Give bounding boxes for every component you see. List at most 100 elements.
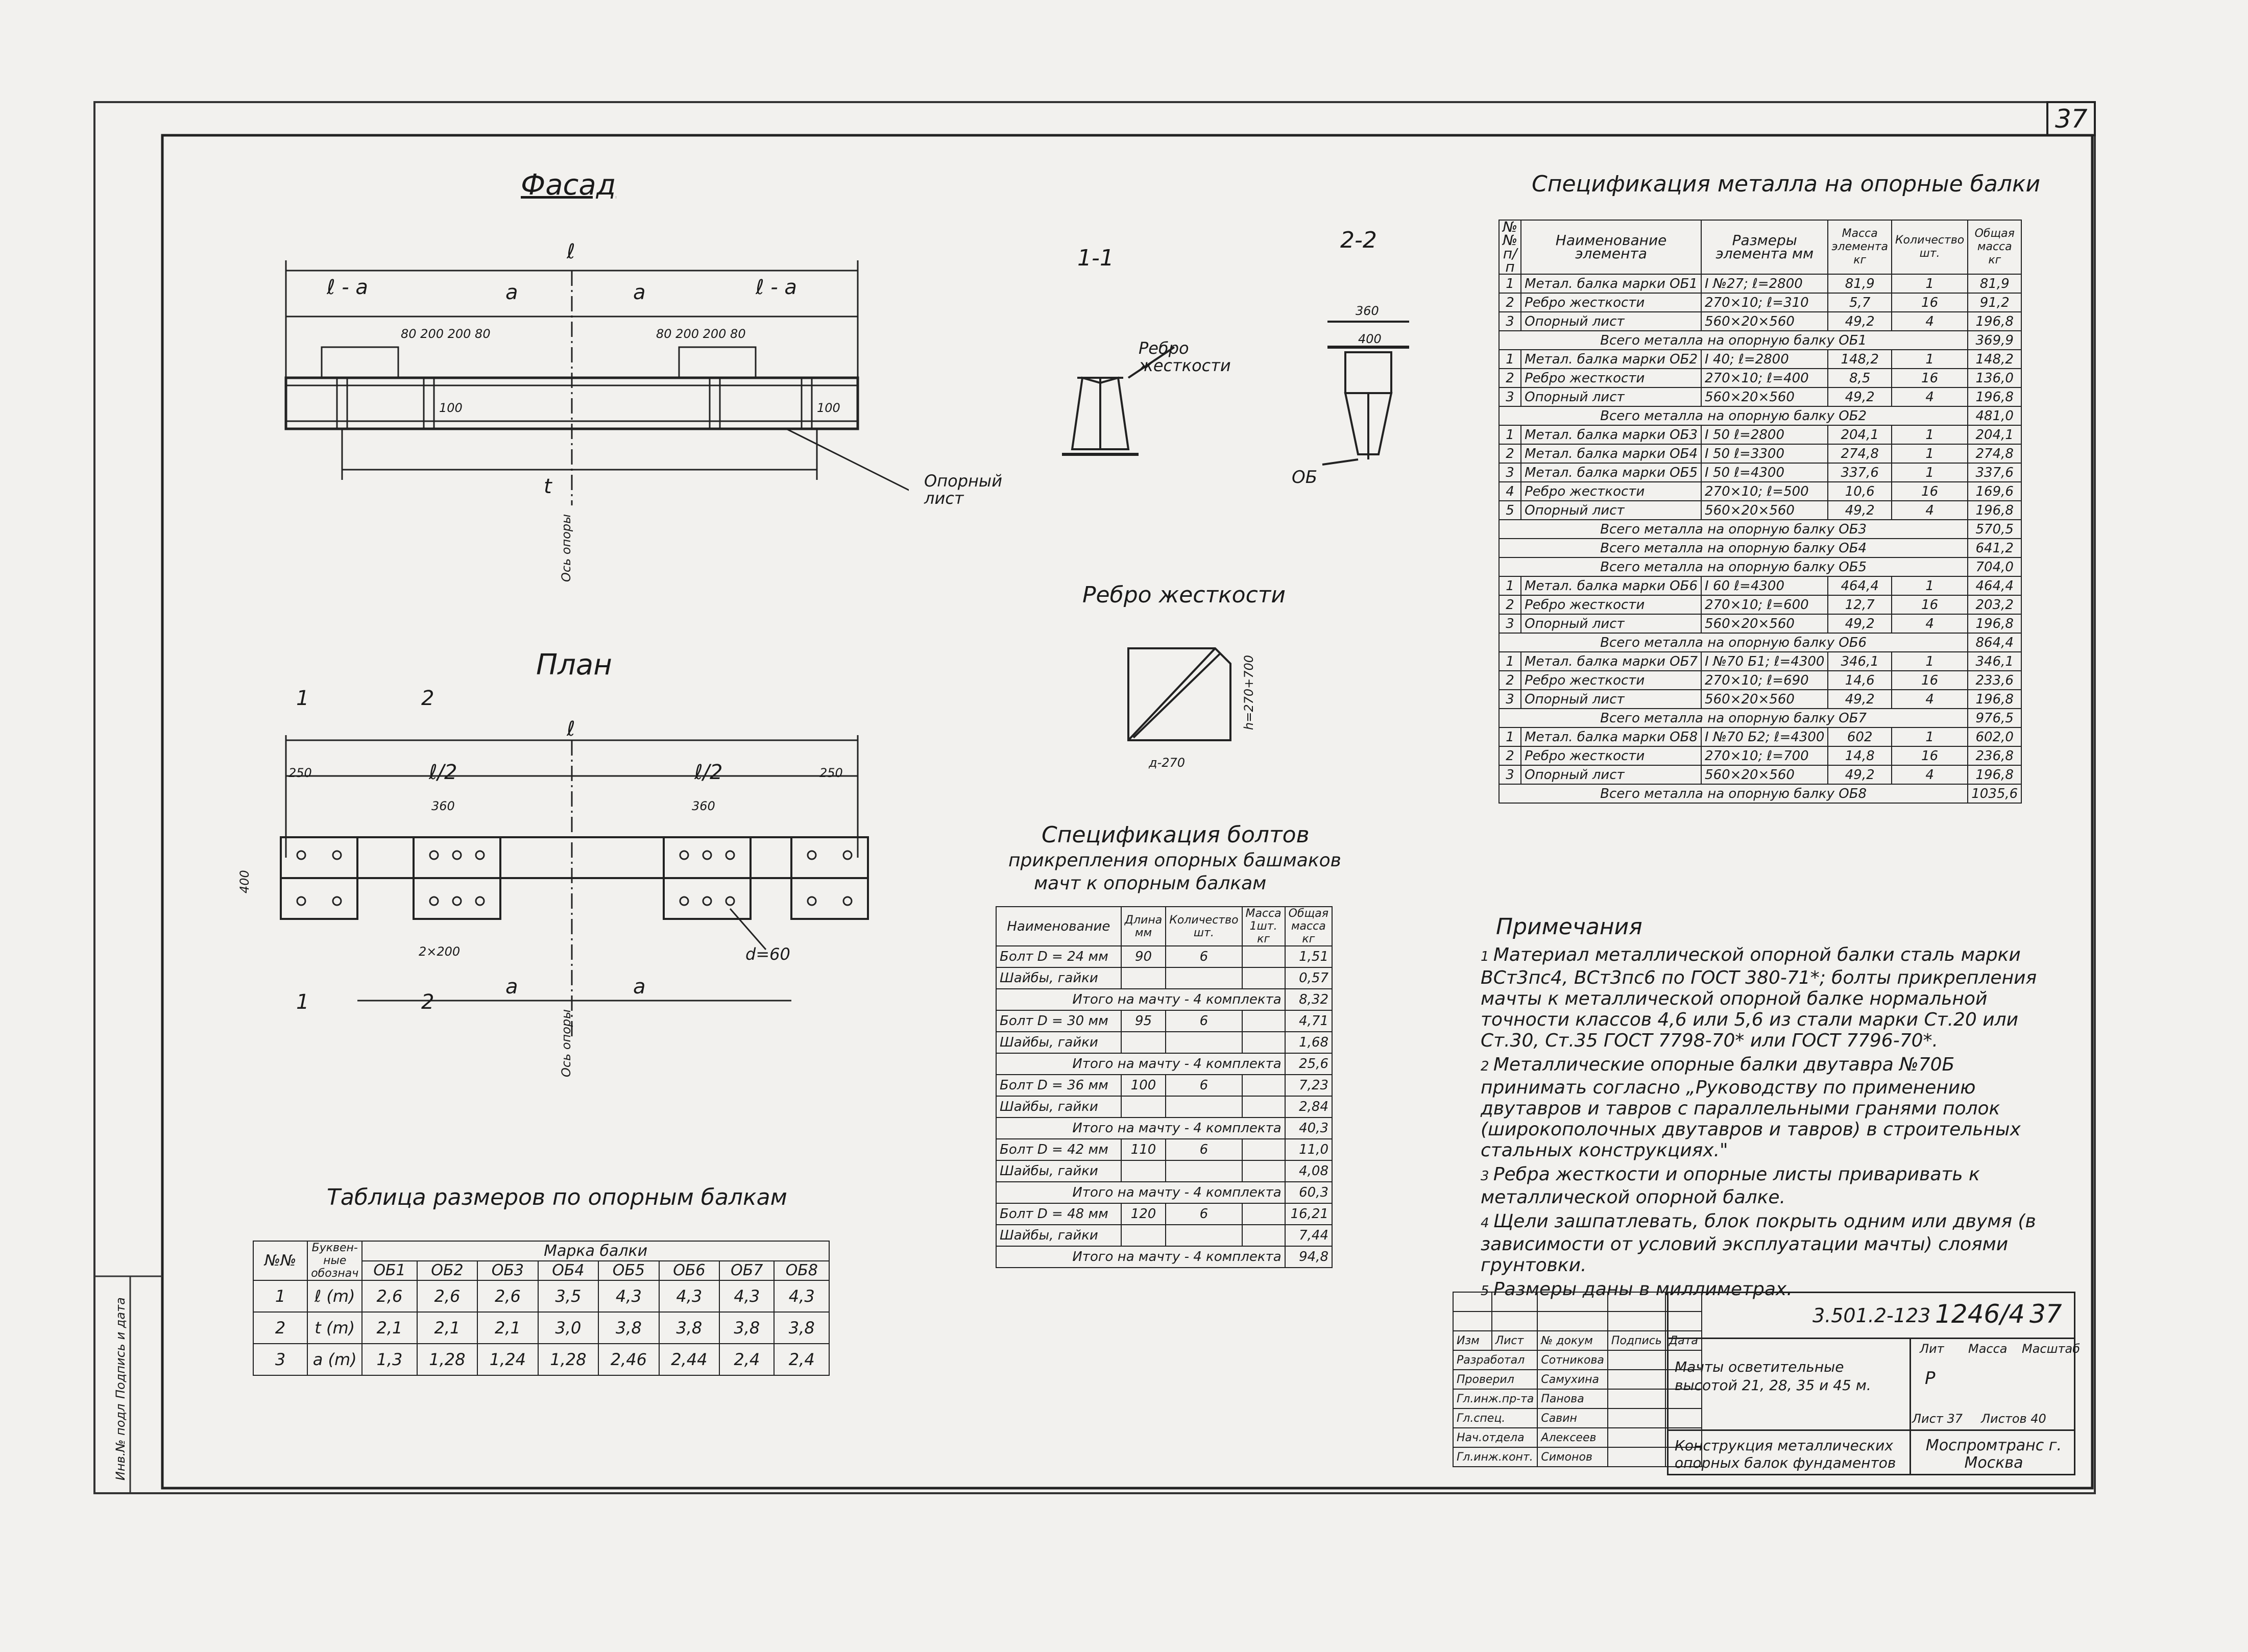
title-block-date [1664,1350,1702,1370]
metal-cell-mass: 148,2 [1827,349,1892,369]
metal-cell-n: 5 [1498,500,1522,520]
sizes-cell-sym: ℓ (m) [307,1280,363,1313]
metal-cell-name: Метал. балка марки ОБ8 [1520,727,1702,747]
section-2-drawing [1322,321,1409,466]
bolt-cell-name: Шайбы, гайки [996,1224,1122,1247]
title-block-divider [1667,1338,2075,1339]
sizes-mark-header: ОБ2 [416,1260,478,1281]
bolt-spec-title: Спецификация болтов [1042,822,1310,848]
metal-cell-total: 464,4 [1967,576,2022,596]
bolt-cell-qty [1165,1031,1243,1054]
bolt-cell-mass1 [1241,1074,1286,1097]
rib-height-label: h=270+700 [1242,654,1256,730]
metal-header-cell: №№ п/п [1498,220,1522,275]
facade-dim-l: ℓ [567,240,575,263]
sizes-cell-value: 4,3 [658,1280,720,1313]
metal-cell-total: 204,1 [1967,425,2022,445]
metal-cell-name: Ребро жесткости [1520,595,1702,615]
section-1-rib-label: Ребро жесткости [1139,338,1231,375]
plan-title: План [536,648,612,682]
bolt-cell-length: 100 [1120,1074,1167,1097]
metal-header-cell: Количество шт. [1891,220,1969,275]
metal-cell-qty: 16 [1891,595,1969,615]
metal-cell-size: 560×20×560 [1701,614,1829,634]
note-number: 3 [1481,1169,1493,1184]
metal-cell-n: 3 [1498,765,1522,785]
title-block-signature [1607,1427,1666,1448]
bolt-cell-total: 94,8 [1284,1246,1333,1268]
sizes-cell-value: 3,0 [537,1311,599,1344]
metal-cell-n: 1 [1498,651,1522,671]
metal-header-cell: Размеры элемента мм [1701,220,1829,275]
facade-dim-l-minus-a-left: ℓ - a [327,276,368,299]
title-block-right [1667,1292,2075,1475]
metal-cell-qty: 1 [1891,576,1969,596]
facade-drawing [284,260,909,505]
title-block-head-cell: Дата [1664,1330,1702,1351]
sizes-cell-n: 2 [252,1311,308,1344]
rib-width-label: д-270 [1149,756,1186,770]
plan-dim-half-l-left: ℓ/2 [429,761,457,784]
metal-cell-total: 570,5 [1967,519,2022,539]
bolt-header-cell: Количество шт. [1165,906,1243,946]
metal-cell-size: 270×10; ℓ=700 [1701,746,1829,766]
plan-dim-a-left: a [505,975,518,999]
metal-cell-n: 1 [1498,274,1522,294]
plan-dim-200: 2×200 [419,944,461,959]
sizes-cell-n: 1 [252,1280,308,1313]
facade-axis-label: Ось опоры [559,514,573,582]
metal-cell-total: 976,5 [1967,708,2022,728]
metal-cell-mass: 49,2 [1827,500,1892,520]
plan-dim-a-right: a [633,975,646,999]
title-block-head-cell: Лист [1491,1330,1538,1351]
bolt-cell-total: 7,23 [1284,1074,1333,1097]
metal-cell-total: 196,8 [1967,387,2022,407]
sizes-cell-sym: a (m) [307,1343,363,1376]
title-block-name: Савин [1537,1408,1608,1428]
sizes-cell-value: 2,1 [477,1311,539,1344]
bolt-cell-length: 120 [1120,1203,1167,1225]
bolt-cell-qty [1165,1224,1243,1247]
margin-sign-label: Подпись и дата [113,1297,128,1399]
metal-cell-n: 1 [1498,576,1522,596]
sizes-mark-header: ОБ5 [598,1260,660,1281]
plan-dim-250-left: 250 [288,766,312,780]
notes-list: 1 Материал металлической опорной балки с… [1481,944,2063,1305]
metal-header-cell: Наименование элемента [1520,220,1702,275]
metal-cell-qty: 16 [1891,293,1969,312]
title-block-person-row: Гл.спец.Савин [1452,1408,1702,1428]
section-2-title: 2-2 [1340,227,1377,253]
title-block-signature [1607,1350,1666,1370]
metal-cell-name: Ребро жесткости [1520,746,1702,766]
metal-cell-size: 560×20×560 [1701,765,1829,785]
bolt-cell-mass1 [1241,1160,1286,1182]
sizes-cell-value: 2,6 [477,1280,539,1313]
bolt-cell-length: 90 [1120,945,1167,968]
title-block-role: Нач.отдела [1452,1427,1538,1448]
bolt-cell-mass1 [1241,1203,1286,1225]
bolt-cell-total: 11,0 [1284,1138,1333,1161]
metal-cell-qty: 1 [1891,463,1969,482]
metal-cell-total: 236,8 [1967,746,2022,766]
metal-cell-name: Метал. балка марки ОБ2 [1520,349,1702,369]
metal-cell-qty: 16 [1891,746,1969,766]
metal-subtotal-label: Всего металла на опорную балку ОБ1 [1498,330,1969,350]
bolt-cell-total: 2,84 [1284,1096,1333,1118]
bolt-cell-qty [1165,1160,1243,1182]
title-block-date [1664,1389,1702,1409]
metal-cell-mass: 10,6 [1827,481,1892,501]
metal-cell-n: 2 [1498,746,1522,766]
metal-cell-size: I №70 Б2; ℓ=4300 [1701,727,1829,747]
